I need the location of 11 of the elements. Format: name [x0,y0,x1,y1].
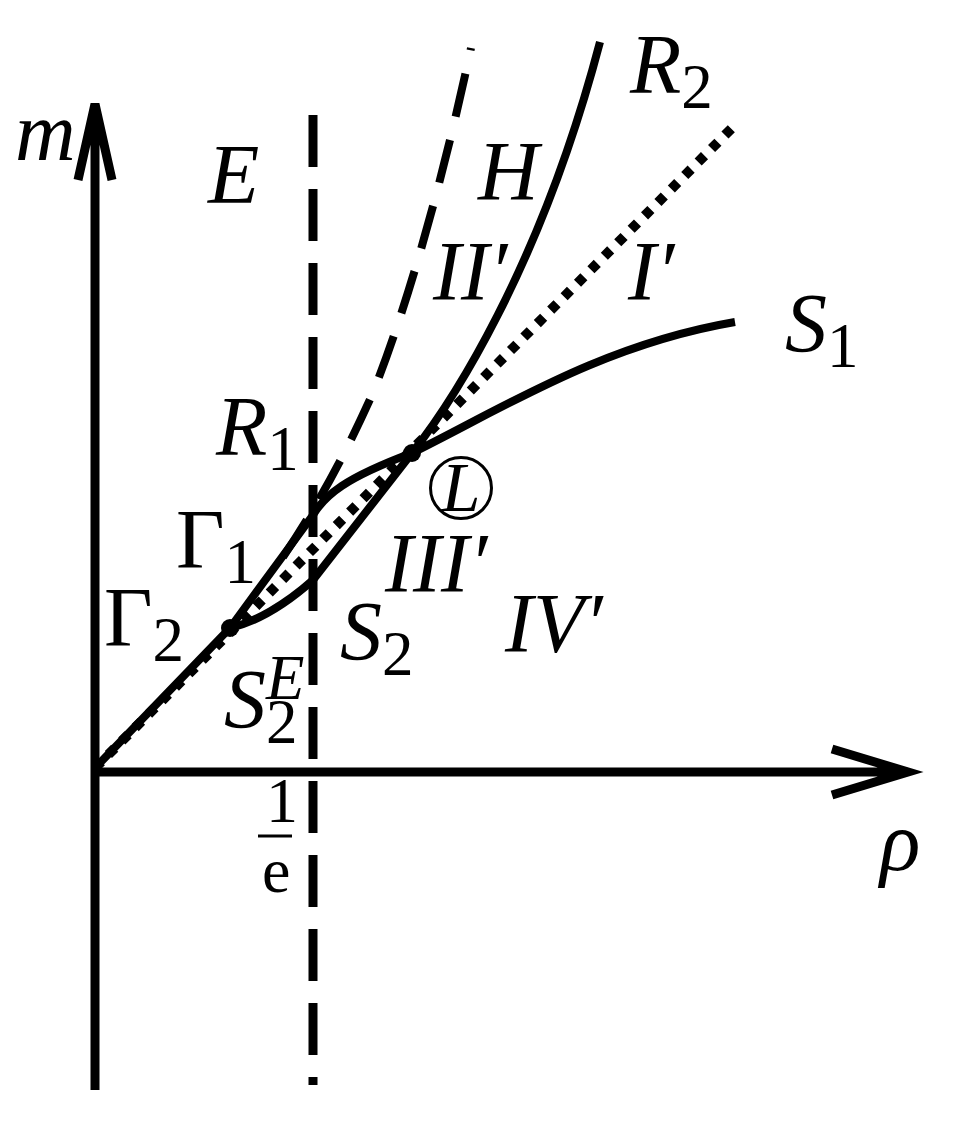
axis-label: m [15,89,76,174]
circled-point-label: L [429,456,493,520]
region-label: E [208,132,260,217]
region-label: I′ [628,229,675,314]
curve-label: R$_{2}$ [630,22,713,107]
region-label: II′ [433,229,508,314]
fraction-numerator: 1 [266,774,298,826]
region-label: IV′ [505,581,603,666]
curve-label: R$_{1}$ [216,384,299,469]
curve-label: S$_{1}$ [785,281,859,366]
fraction-denominator: e [262,844,291,896]
